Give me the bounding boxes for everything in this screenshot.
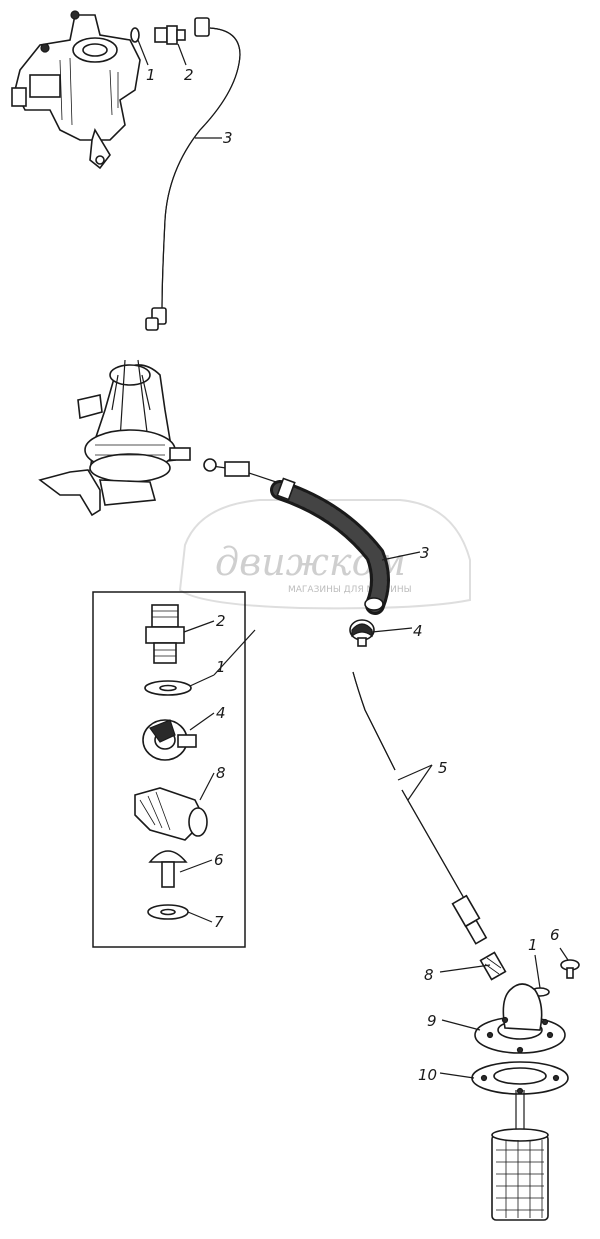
fuel-pump <box>38 359 191 517</box>
callout-inset-1: 1 <box>216 658 226 676</box>
inset-washer-7 <box>147 904 189 920</box>
inset-fitting <box>145 604 185 664</box>
washer-top <box>130 27 140 43</box>
screw-bottom <box>560 959 580 979</box>
callout-1-washer-bottom: 1 <box>528 936 538 954</box>
flexible-hose <box>270 477 390 615</box>
inset-washer <box>144 680 192 696</box>
carburetor <box>11 10 141 170</box>
inset-fitting-8 <box>134 787 208 841</box>
callout-10-gasket: 10 <box>418 1066 437 1084</box>
fuel-tube-pieces <box>352 671 488 945</box>
inset-clamp <box>142 719 197 761</box>
fuel-line-rigid <box>145 17 241 331</box>
callout-inset-4: 4 <box>216 704 226 722</box>
callout-inset-6: 6 <box>214 851 224 869</box>
clamp-standalone <box>349 619 375 647</box>
inset-screw <box>148 850 188 888</box>
callout-2-fitting: 2 <box>184 66 194 84</box>
pump-outlet-line <box>203 458 286 486</box>
callout-6-screw: 6 <box>550 926 560 944</box>
callout-3-hose: 3 <box>420 544 430 562</box>
tank-intake-unit <box>471 983 569 1221</box>
inset-box <box>92 591 246 948</box>
fitting-top <box>154 25 186 45</box>
watermark-tagline: МАГАЗИНЫ ДЛЯ МАШИНЫ <box>288 585 412 595</box>
callout-inset-7: 7 <box>214 913 224 931</box>
leader-lines <box>137 39 569 1079</box>
fitting-bottom <box>479 951 507 981</box>
callout-inset-8: 8 <box>216 764 226 782</box>
callout-4-clamp: 4 <box>413 622 423 640</box>
callout-9-sender: 9 <box>427 1012 437 1030</box>
callouts: 1 2 3 3 4 5 8 1 6 9 10 2 1 4 8 6 7 <box>146 66 560 1084</box>
callout-3-fuel-line: 3 <box>223 129 233 147</box>
callout-8-fitting: 8 <box>424 966 434 984</box>
callout-1-washer: 1 <box>146 66 156 84</box>
callout-inset-2: 2 <box>216 612 226 630</box>
callout-5-tube: 5 <box>438 759 448 777</box>
